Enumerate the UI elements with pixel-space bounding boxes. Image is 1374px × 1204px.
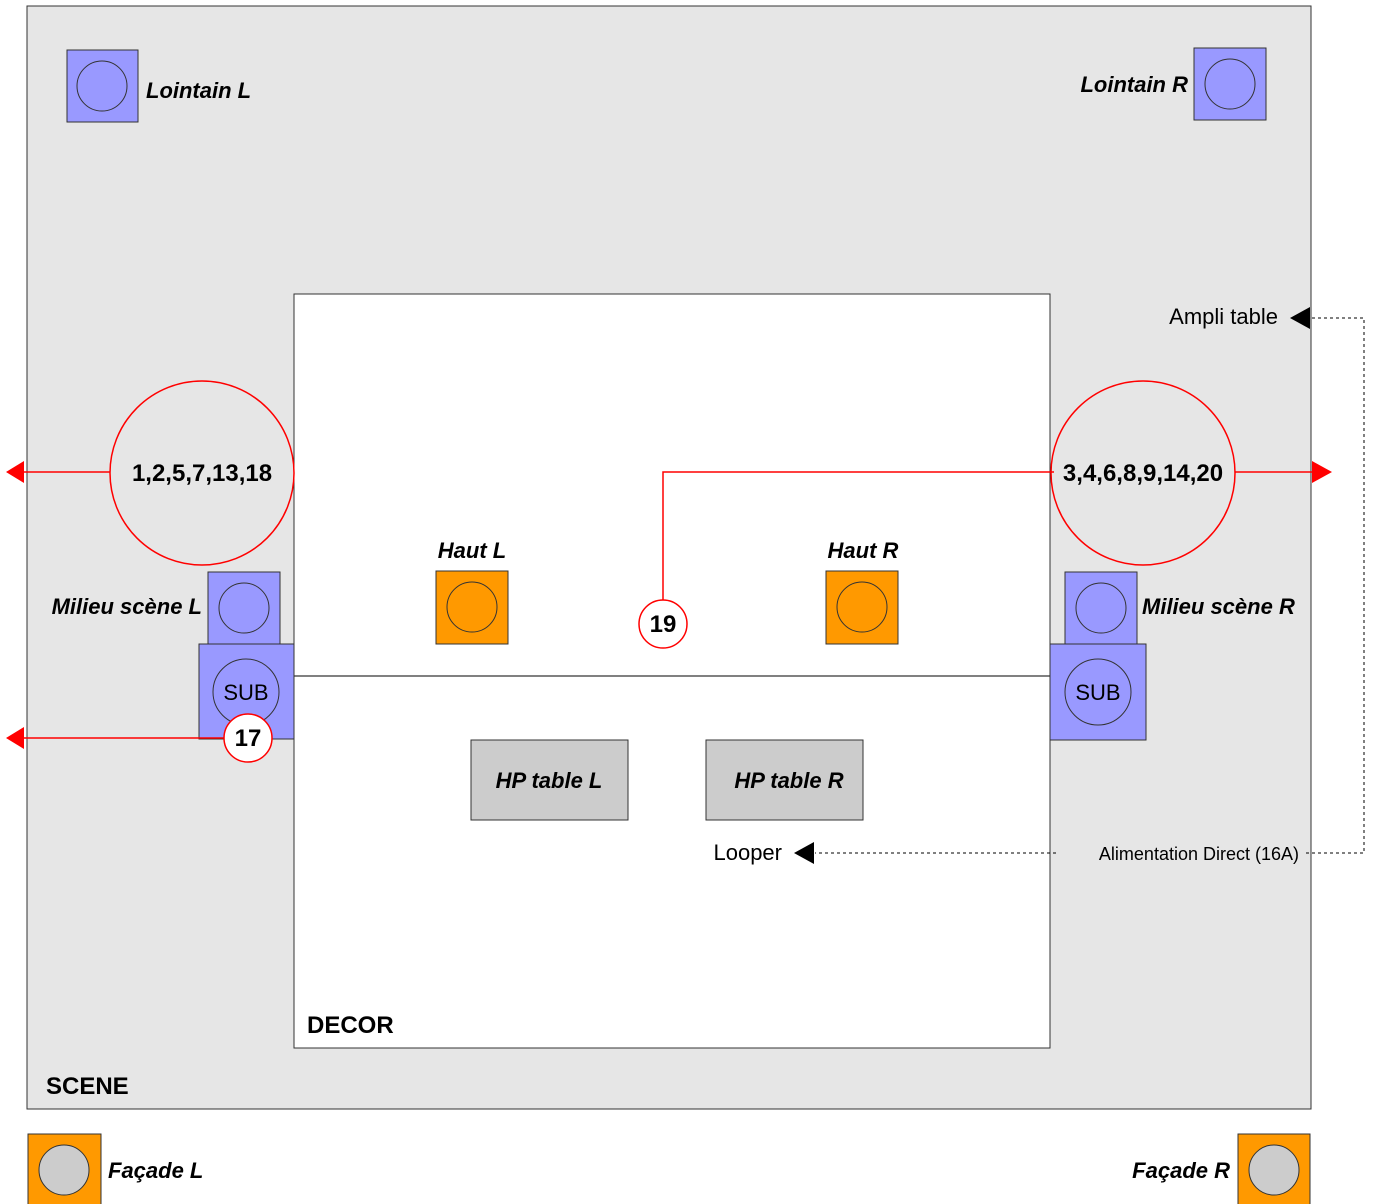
power-label-looper: Looper (713, 840, 782, 865)
zone-label-decor: DECOR (307, 1012, 394, 1039)
arrow-looper-icon (794, 842, 814, 864)
speaker-haut-l (435, 570, 509, 645)
arrow-ampli-icon (1290, 307, 1310, 329)
cable-center (662, 471, 1054, 600)
arrow-left-upper-icon (6, 461, 24, 483)
sub-label-r: SUB (1075, 680, 1120, 705)
hp-table-label-l: HP table L (496, 768, 603, 793)
speaker-label-haut-r: Haut R (828, 538, 899, 563)
speaker-label-facade-r: Façade R (1132, 1158, 1230, 1183)
hp-table-l (470, 739, 629, 821)
power-label-supply: Alimentation Direct (16A) (1099, 844, 1299, 864)
speaker-haut-r (825, 570, 899, 645)
speaker-label-lointain-l: Lointain L (146, 78, 251, 103)
speaker-lointain-l (66, 49, 139, 123)
sub-label-l: SUB (223, 680, 268, 705)
patch-label-left-group: 1,2,5,7,13,18 (132, 460, 272, 487)
arrow-left-lower-icon (6, 727, 24, 749)
speaker-facade-l (27, 1133, 102, 1204)
hp-table-label-r: HP table R (734, 768, 843, 793)
patch-label-right-group: 3,4,6,8,9,14,20 (1063, 460, 1223, 487)
hp-table-r (705, 739, 864, 821)
patch-circle-left (109, 380, 295, 566)
patch-label-lower-left: 17 (235, 725, 262, 752)
arrow-right-icon (1312, 461, 1332, 483)
speaker-label-lointain-r: Lointain R (1080, 72, 1188, 97)
speaker-milieu-r (1064, 571, 1138, 645)
speaker-label-milieu-r: Milieu scène R (1142, 594, 1295, 619)
speaker-lointain-r (1193, 47, 1267, 121)
patch-circle-lower-left (223, 713, 273, 763)
speaker-label-haut-l: Haut L (438, 538, 506, 563)
sub-r (1049, 643, 1147, 741)
patch-circle-center (638, 599, 688, 649)
speaker-facade-r (1237, 1133, 1311, 1204)
speaker-milieu-l (207, 571, 281, 645)
speaker-label-milieu-l: Milieu scène L (52, 594, 202, 619)
speaker-label-facade-l: Façade L (108, 1158, 203, 1183)
decor-area (293, 293, 1051, 1049)
patch-circle-right (1050, 380, 1236, 566)
patch-label-center: 19 (650, 611, 677, 638)
power-line-ampli (1306, 317, 1365, 854)
power-label-ampli: Ampli table (1169, 304, 1278, 329)
zone-label-stage: SCENE (46, 1073, 129, 1100)
